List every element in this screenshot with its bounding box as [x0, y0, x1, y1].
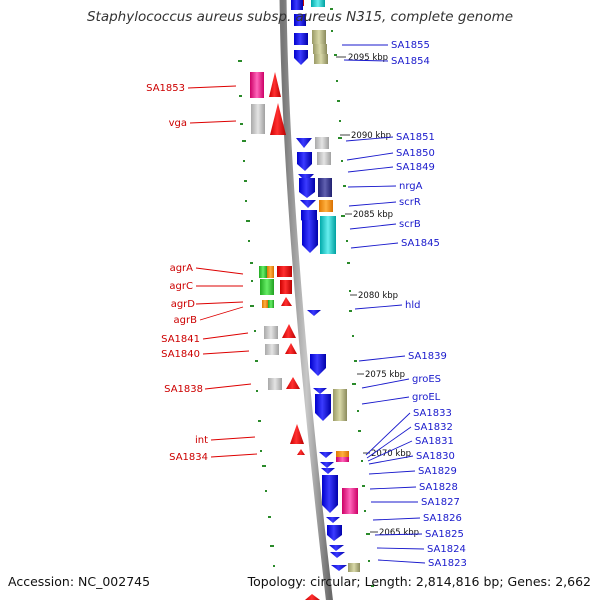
gc-ticks — [238, 8, 374, 587]
kbp-marker: 2075 kbp — [365, 370, 405, 380]
right-label-leaders — [342, 44, 426, 564]
gene-label-SA1854[interactable]: SA1854 — [391, 56, 430, 67]
genome-backbone — [279, 0, 333, 600]
left-labels: SA1853 vga agrA agrC agrD agrB SA1841 SA… — [146, 83, 208, 463]
gene-label-SA1825[interactable]: SA1825 — [425, 529, 464, 540]
gene-label-SA1834[interactable]: SA1834 — [169, 452, 208, 463]
gene-label-SA1841[interactable]: SA1841 — [161, 334, 200, 345]
gene-label-SA1851[interactable]: SA1851 — [396, 132, 435, 143]
gene-label-groES[interactable]: groES — [412, 374, 441, 385]
gene-label-agrA[interactable]: agrA — [170, 263, 194, 274]
gene-label-agrC[interactable]: agrC — [169, 281, 193, 292]
kbp-marker: 2065 kbp — [379, 528, 419, 538]
gene-label-SA1838[interactable]: SA1838 — [164, 384, 203, 395]
map-title: Staphylococcus aureus subsp. aureus N315… — [86, 9, 514, 25]
kbp-marker: 2095 kbp — [348, 53, 388, 63]
kbp-marker: 2070 kbp — [371, 449, 411, 459]
gene-label-hld[interactable]: hld — [405, 300, 420, 311]
gene-label-SA1832[interactable]: SA1832 — [414, 422, 453, 433]
accession-text: Accession: NC_002745 — [8, 574, 151, 589]
gene-label-int[interactable]: int — [195, 435, 208, 446]
gene-label-groEL[interactable]: groEL — [412, 392, 441, 403]
gene-label-SA1849[interactable]: SA1849 — [396, 162, 435, 173]
gene-label-scrB[interactable]: scrB — [399, 219, 421, 230]
forward-strand-genes — [291, 0, 347, 571]
gene-label-SA1855[interactable]: SA1855 — [391, 40, 430, 51]
gene-label-SA1827[interactable]: SA1827 — [421, 497, 460, 508]
gene-label-SA1840[interactable]: SA1840 — [161, 349, 200, 360]
gene-label-SA1839[interactable]: SA1839 — [408, 351, 447, 362]
topology-text: Topology: circular; Length: 2,814,816 bp… — [247, 574, 591, 589]
kbp-marker: 2090 kbp — [351, 131, 391, 141]
gene-label-scrR[interactable]: scrR — [399, 197, 421, 208]
gene-label-agrB[interactable]: agrB — [174, 315, 198, 326]
gene-label-SA1823[interactable]: SA1823 — [428, 558, 467, 569]
kbp-markers: 2095 kbp 2090 kbp 2085 kbp 2080 kbp 2075… — [336, 53, 419, 538]
gene-label-vga[interactable]: vga — [169, 118, 187, 129]
gene-label-SA1828[interactable]: SA1828 — [419, 482, 458, 493]
left-label-leaders — [187, 85, 258, 458]
forward-strand-track — [311, 0, 360, 572]
gene-label-SA1829[interactable]: SA1829 — [418, 466, 457, 477]
kbp-marker: 2085 kbp — [353, 210, 393, 220]
gene-label-SA1853[interactable]: SA1853 — [146, 83, 185, 94]
gene-label-SA1831[interactable]: SA1831 — [415, 436, 454, 447]
reverse-strand-genes — [269, 0, 320, 600]
gene-label-SA1830[interactable]: SA1830 — [416, 451, 455, 462]
gene-label-SA1850[interactable]: SA1850 — [396, 148, 435, 159]
right-labels: SA1855 SA1854 SA1851 SA1850 SA1849 nrgA … — [391, 40, 467, 569]
gene-label-SA1826[interactable]: SA1826 — [423, 513, 462, 524]
gene-label-SA1845[interactable]: SA1845 — [401, 238, 440, 249]
gene-label-nrgA[interactable]: nrgA — [399, 181, 423, 192]
gene-label-SA1824[interactable]: SA1824 — [427, 544, 466, 555]
reverse-strand-track — [250, 72, 282, 390]
gene-label-SA1833[interactable]: SA1833 — [413, 408, 452, 419]
kbp-marker: 2080 kbp — [358, 291, 398, 301]
gene-label-agrD[interactable]: agrD — [171, 299, 196, 310]
